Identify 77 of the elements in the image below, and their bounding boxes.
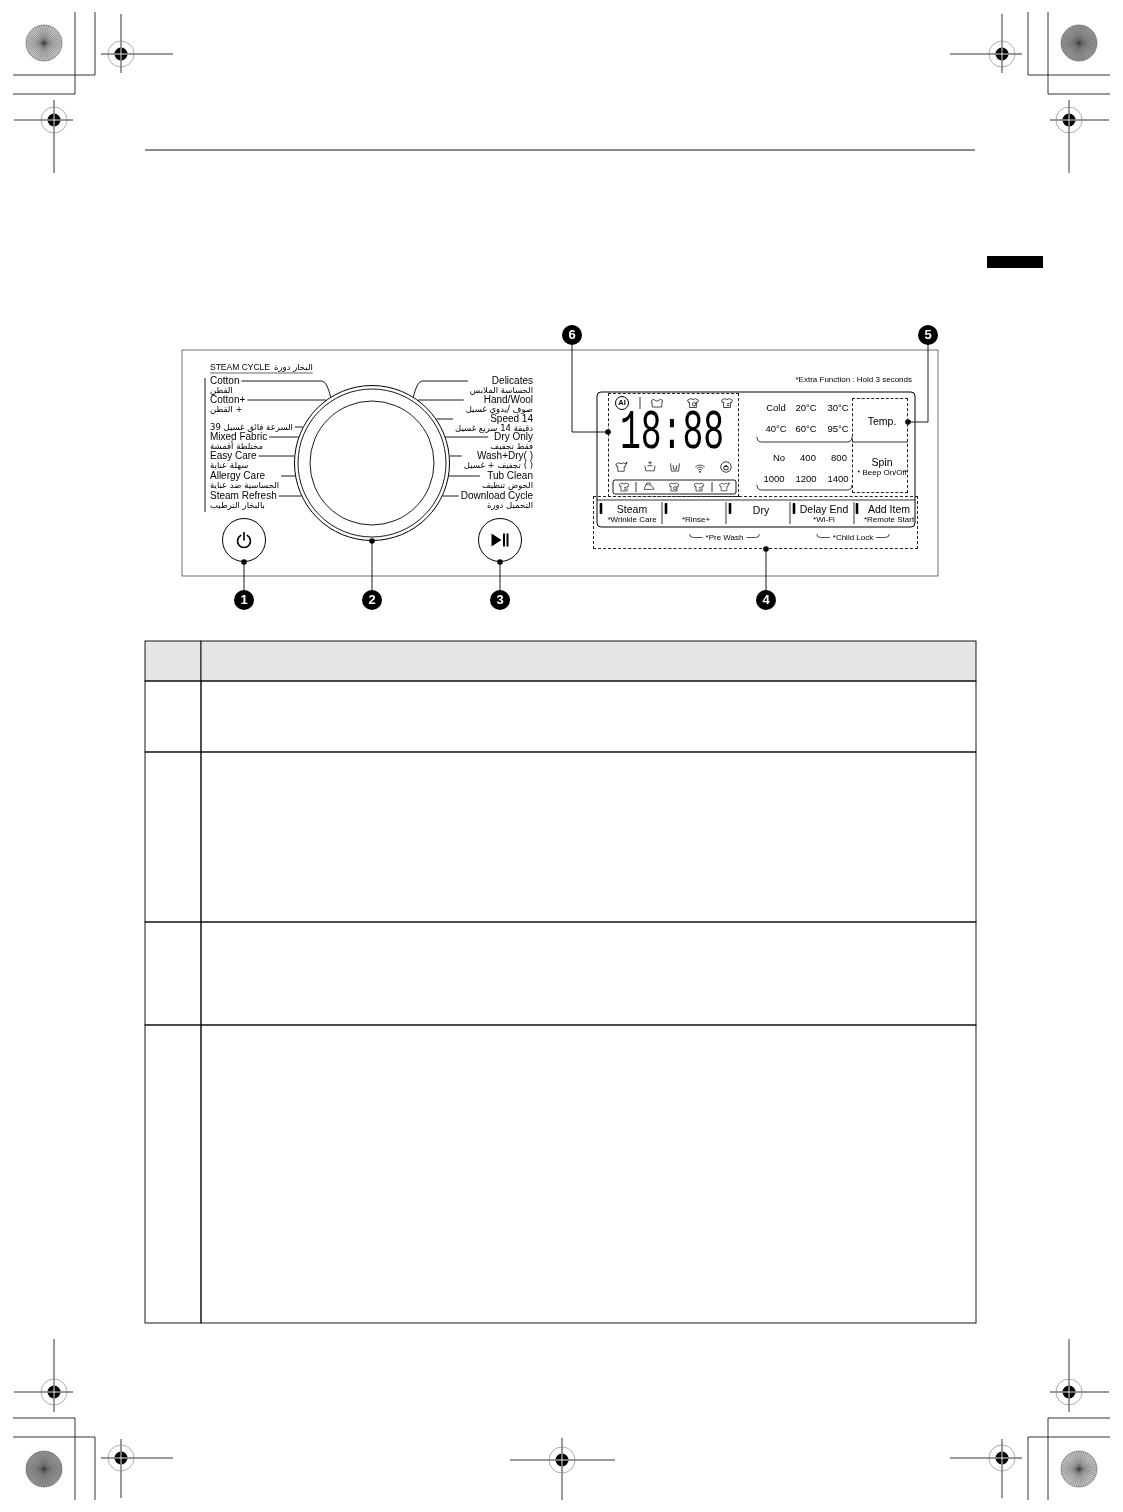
setting-value: No (772, 452, 786, 464)
leader-line (241, 380, 332, 398)
key-note: *Wi-Fi (812, 515, 836, 525)
key-note: * Beep On/Off (857, 468, 907, 478)
program-label: Delicates (490, 376, 533, 386)
leader-line (442, 495, 460, 497)
program-label: Wash+Dry( ) (476, 451, 533, 461)
program-label: Download Cycle (460, 491, 533, 501)
program-label: Cotton (210, 376, 240, 386)
program-label: Speed 14 (489, 414, 533, 424)
program-label: Allergy Care (210, 471, 267, 481)
program-label: Cotton+ (210, 395, 246, 405)
leader-line (412, 380, 469, 398)
arabic-label: أقمشة مختلطة (210, 442, 265, 451)
program-label: Tub Clean (486, 471, 533, 481)
leader-line (449, 455, 463, 457)
callout-number: 6 (562, 325, 582, 345)
leader-line (417, 399, 465, 401)
program-label: Steam Refresh (210, 491, 277, 501)
program-label: Easy Care (210, 451, 257, 461)
program-label: Hand/Wool (483, 395, 533, 405)
callout-number: 4 (756, 590, 776, 610)
leader-line (294, 426, 304, 428)
function-note: *Child Lock (832, 532, 874, 543)
key-label: Add Item (867, 503, 911, 516)
leader-line (278, 495, 302, 497)
arabic-label: القطن + (210, 405, 244, 414)
section-heading: STEAM CYCLE (210, 362, 270, 372)
arabic-label: الترطيب بالبخار (210, 501, 266, 510)
function-note: *Extra Function : Hold 3 seconds (795, 375, 912, 385)
arabic-label: عناية ضد الحساسية (210, 481, 280, 490)
key-note: *Wrinkle Care (607, 515, 657, 525)
leader-line (448, 475, 481, 477)
key-label: Temp. (867, 415, 897, 427)
key-label: Dry (752, 504, 770, 516)
arabic-label: غسيل + تجفيف ( ) (463, 461, 533, 470)
leader-line (280, 475, 296, 477)
digit-display: 18:88 (619, 411, 725, 455)
arabic-label: غسيل يدوي/ صوف (465, 405, 533, 414)
function-note: *Pre Wash (705, 532, 744, 543)
arabic-label: الملابس الحساسة (469, 386, 533, 395)
key-label: Steam (615, 503, 649, 516)
leader-line (435, 418, 454, 420)
arabic-label: تجفيف فقط (490, 442, 533, 451)
callout-number: 5 (918, 325, 938, 345)
leader-line (258, 455, 295, 457)
program-dial (294, 385, 450, 541)
arabic-label: عناية سهلة (210, 461, 250, 470)
dashed-frame (593, 496, 918, 549)
callout-number: 2 (362, 590, 382, 610)
arabic-label: القطن (210, 386, 233, 395)
setting-value: 30°C (827, 402, 849, 414)
setting-value: 40°C (765, 423, 787, 435)
leader-line (268, 436, 299, 438)
setting-value: 95°C (827, 423, 849, 435)
dashed-frame (852, 398, 908, 493)
key-note: *Rinse+ (681, 515, 711, 525)
setting-value: 1400 (827, 473, 849, 485)
key-label: Spin (870, 456, 894, 469)
section-heading: دورة البخار (274, 362, 313, 372)
key-label: Delay End (799, 503, 849, 516)
setting-value: 400 (800, 452, 816, 464)
setting-value: Cold (766, 402, 786, 414)
setting-value: 20°C (795, 402, 817, 414)
callout-number: 3 (490, 590, 510, 610)
program-label: Dry Only (494, 432, 533, 442)
leader-line (445, 436, 489, 438)
arabic-label: تنظيف الحوض (481, 481, 533, 490)
setting-value: 1200 (795, 473, 817, 485)
dashed-frame (608, 393, 739, 497)
arabic-label: دورة التحميل (485, 501, 533, 510)
key-note: *Remote Start (863, 515, 915, 525)
callout-number: 1 (234, 590, 254, 610)
setting-value: 800 (831, 452, 847, 464)
setting-value: 1000 (763, 473, 785, 485)
leader-line (246, 399, 327, 401)
setting-value: 60°C (795, 423, 817, 435)
